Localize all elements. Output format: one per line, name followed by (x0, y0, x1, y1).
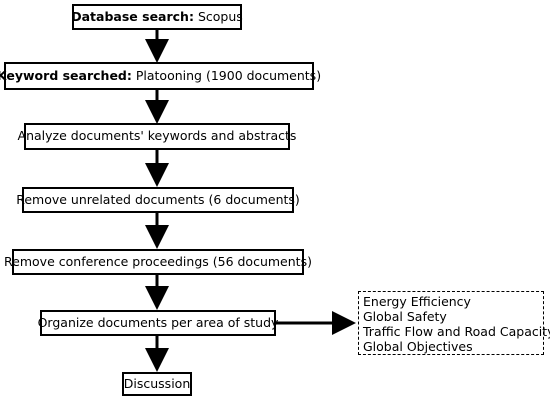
study-areas-box: Energy Efficiency Global Safety Traffic … (358, 291, 550, 355)
database-search-value: Scopus (197, 8, 243, 24)
remove-conference-label: Remove conference proceedings (56 docume… (4, 253, 312, 269)
remove-unrelated-label: Remove unrelated documents (6 documents) (16, 191, 300, 207)
area-item-global-safety: Global Safety (363, 309, 447, 324)
remove-conference-box: Remove conference proceedings (56 docume… (4, 249, 312, 275)
discussion-box: Discussion (122, 372, 192, 396)
keyword-searched-label: Keyword searched: (0, 67, 132, 83)
remove-unrelated-box: Remove unrelated documents (6 documents) (16, 187, 300, 213)
analyze-documents-label: Analyze documents' keywords and abstract… (17, 128, 297, 144)
organize-documents-box: Organize documents per area of study (37, 310, 279, 336)
area-item-global-objectives: Global Objectives (363, 339, 473, 354)
keyword-searched-value: Platooning (1900 documents) (135, 67, 322, 83)
analyze-documents-box: Analyze documents' keywords and abstract… (18, 123, 296, 150)
discussion-label: Discussion (123, 375, 191, 391)
area-item-energy-efficiency: Energy Efficiency (363, 294, 471, 309)
database-search-label: Database search: (71, 8, 194, 24)
database-search-box: Database search: Scopus (71, 4, 243, 30)
organize-documents-label: Organize documents per area of study (37, 314, 279, 330)
area-item-traffic-flow: Traffic Flow and Road Capacity (363, 324, 550, 339)
keyword-searched-box: Keyword searched: Platooning (1900 docum… (0, 62, 321, 90)
